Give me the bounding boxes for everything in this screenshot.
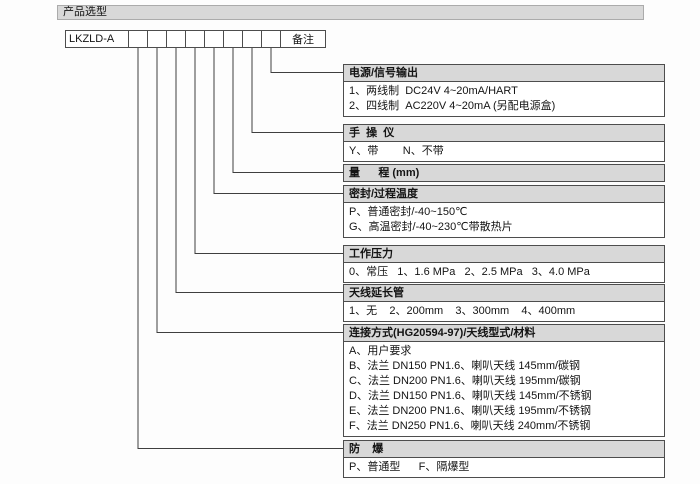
section-title: 防 爆 [344,441,664,458]
option-line: B、法兰 DN150 PN1.6、喇叭天线 145mm/碳钢 [349,360,581,372]
section-title: 工作压力 [344,246,664,263]
option-line: G、高温密封/-40~230℃带散热片 [349,221,513,233]
section-body: P、普通型 F、隔爆型 [344,458,664,477]
option-line: Y、带 N、不带 [349,145,444,157]
connector-line-range [232,48,343,173]
section-seal-process-temperature: 密封/过程温度 P、普通密封/-40~150℃ G、高温密封/-40~230℃带… [343,185,665,238]
connector-line-working-pressure [194,48,343,254]
section-body: P、普通密封/-40~150℃ G、高温密封/-40~230℃带散热片 [344,203,664,237]
connector-line-connection-antenna-material [156,48,343,333]
option-line: P、普通型 F、隔爆型 [349,461,470,473]
option-line: C、法兰 DN200 PN1.6、喇叭天线 195mm/碳钢 [349,375,581,387]
option-line: 1、两线制 DC24V 4~20mA/HART [349,85,518,97]
option-line: D、法兰 DN150 PN1.6、喇叭天线 145mm/不锈钢 [349,390,592,402]
option-line: 0、常压 1、1.6 MPa 2、2.5 MPa 3、4.0 MPa [349,266,590,278]
connector-line-antenna-extension-tube [175,48,343,293]
connector-line-hand-operator [251,48,343,133]
section-working-pressure: 工作压力 0、常压 1、1.6 MPa 2、2.5 MPa 3、4.0 MPa [343,245,665,283]
option-line: E、法兰 DN200 PN1.6、喇叭天线 195mm/不锈钢 [349,405,592,417]
section-explosion-proof: 防 爆 P、普通型 F、隔爆型 [343,440,665,478]
section-body: A、用户要求 B、法兰 DN150 PN1.6、喇叭天线 145mm/碳钢 C、… [344,342,664,436]
section-power-signal-output: 电源/信号输出 1、两线制 DC24V 4~20mA/HART 2、四线制 AC… [343,64,665,117]
remark-box: 备注 [280,30,326,48]
section-title: 连接方式(HG20594-97)/天线型式/材料 [344,325,664,342]
section-range: 量 程 (mm) [343,164,665,182]
option-line: F、法兰 DN250 PN1.6、喇叭天线 240mm/不锈钢 [349,420,591,432]
option-line: A、用户要求 [349,345,412,357]
connector-line-explosion-proof [137,48,343,449]
connector-line-power-signal-output [270,48,343,73]
section-title: 量 程 (mm) [344,165,664,181]
section-hand-operator: 手 操 仪 Y、带 N、不带 [343,124,665,162]
section-antenna-extension-tube: 天线延长管 1、无 2、200mm 3、300mm 4、400mm [343,284,665,322]
section-body: Y、带 N、不带 [344,142,664,161]
model-prefix-box: LKZLD-A [65,30,129,48]
section-title: 手 操 仪 [344,125,664,142]
option-line: P、普通密封/-40~150℃ [349,206,468,218]
option-line: 2、四线制 AC220V 4~20mA (另配电源盒) [349,100,556,112]
section-title: 天线延长管 [344,285,664,302]
model-code-row: LKZLD-A 备注 [65,30,326,48]
connector-line-seal-process-temperature [213,48,343,194]
page-title: 产品选型 [57,5,644,20]
section-title: 密封/过程温度 [344,186,664,203]
section-body: 1、两线制 DC24V 4~20mA/HART 2、四线制 AC220V 4~2… [344,82,664,116]
section-title: 电源/信号输出 [344,65,664,82]
section-body: 1、无 2、200mm 3、300mm 4、400mm [344,302,664,321]
option-line: 1、无 2、200mm 3、300mm 4、400mm [349,305,576,317]
section-body: 0、常压 1、1.6 MPa 2、2.5 MPa 3、4.0 MPa [344,263,664,282]
section-connection-antenna-material: 连接方式(HG20594-97)/天线型式/材料 A、用户要求 B、法兰 DN1… [343,324,665,437]
